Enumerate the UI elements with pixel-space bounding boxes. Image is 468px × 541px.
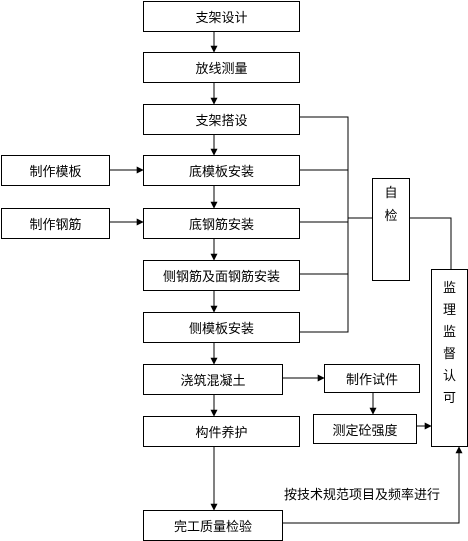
step-support-design: 支架设计: [143, 1, 300, 32]
link-self-check-to-supervisor: [410, 217, 452, 269]
arrow-inspection-to-supervisor: [283, 446, 463, 524]
step-measure-concrete-strength: 测定砼强度: [313, 414, 417, 444]
step-support-erection: 支架搭设: [143, 104, 300, 135]
step-completion-inspection: 完工质量检验: [143, 510, 283, 541]
step-pour-concrete: 浇筑混凝土: [143, 364, 283, 395]
supervisor-char: 认: [442, 369, 456, 384]
input-make-formwork: 制作模板: [1, 155, 110, 186]
inspection-frequency-note: 按技术规范项目及频率进行: [284, 488, 441, 503]
self-check-box: 自 检: [372, 178, 410, 281]
step-bottom-formwork: 底模板安装: [143, 155, 300, 186]
step-bottom-rebar: 底钢筋安装: [143, 208, 300, 239]
step-setting-out-survey: 放线测量: [143, 52, 300, 83]
step-make-specimen: 制作试件: [324, 364, 420, 393]
supervisor-char: 督: [442, 347, 456, 362]
supervisor-char: 理: [442, 303, 456, 318]
input-make-rebar: 制作钢筋: [1, 208, 110, 239]
supervisor-char: 监: [442, 281, 456, 296]
step-side-formwork: 侧模板安装: [143, 312, 300, 343]
supervisor-char: 监: [442, 325, 456, 340]
step-side-top-rebar: 侧钢筋及面钢筋安装: [143, 260, 300, 291]
supervisor-approval-box: 监 理 监 督 认 可: [431, 269, 468, 447]
step-curing: 构件养护: [143, 416, 300, 447]
self-check-char: 检: [384, 209, 398, 224]
self-check-bracket: [300, 116, 349, 333]
supervisor-char: 可: [442, 391, 456, 406]
self-check-char: 自: [384, 186, 398, 201]
